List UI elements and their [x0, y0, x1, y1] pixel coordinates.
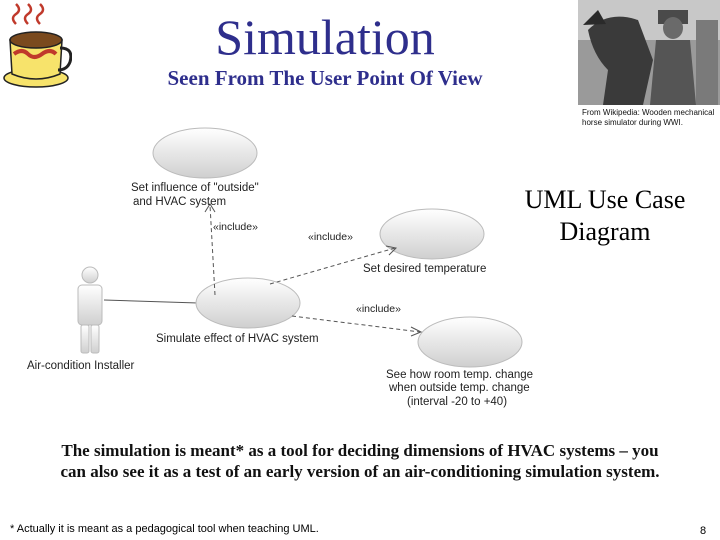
- page-subtitle: Seen From The User Point Of View: [167, 66, 483, 90]
- actor-label: Air-condition Installer: [27, 360, 135, 372]
- use-case-influence: [152, 127, 258, 179]
- desired-temp-label: Set desired temperature: [363, 263, 486, 275]
- coffee-mug-logo: [2, 2, 73, 90]
- use-case-desired-temp: [379, 208, 485, 260]
- use-case-see-change: [417, 316, 523, 368]
- actor-figure-icon: [77, 266, 103, 354]
- uml-heading: UML Use Case Diagram: [505, 184, 705, 248]
- body-paragraph: The simulation is meant* as a tool for d…: [60, 441, 660, 481]
- photo-caption: From Wikipedia: Wooden mechanical horse …: [582, 108, 715, 127]
- influence-label-line1: Set influence of "outside": [131, 182, 259, 194]
- page-number: 8: [700, 525, 707, 537]
- footnote: * Actually it is meant as a pedagogical …: [10, 523, 319, 535]
- include-label-2: «include»: [308, 231, 353, 243]
- see-change-label-line3: (interval -20 to +40): [407, 396, 507, 408]
- coffee-mug-icon: [3, 3, 73, 88]
- include-label-1: «include»: [213, 221, 258, 233]
- uml-heading-line1: UML Use Case: [524, 185, 686, 214]
- uml-heading-line2: Diagram: [559, 217, 651, 246]
- include-label-3: «include»: [356, 303, 401, 315]
- see-change-label-line2: when outside temp. change: [388, 382, 530, 394]
- include-arrow-1: [209, 204, 216, 296]
- see-change-label-line1: See how room temp. change: [386, 369, 533, 381]
- include-arrow-3: [291, 315, 421, 333]
- page-title: Simulation: [215, 9, 435, 65]
- horse-simulator-photo: [578, 0, 720, 106]
- use-case-diagram: Air-condition Installer «include» «inclu…: [0, 120, 580, 420]
- include-arrow-2: [269, 247, 396, 285]
- association-line: [103, 299, 199, 304]
- simulate-label: Simulate effect of HVAC system: [156, 333, 319, 345]
- use-case-simulate: [195, 277, 301, 329]
- influence-label-line2: and HVAC system: [133, 196, 226, 208]
